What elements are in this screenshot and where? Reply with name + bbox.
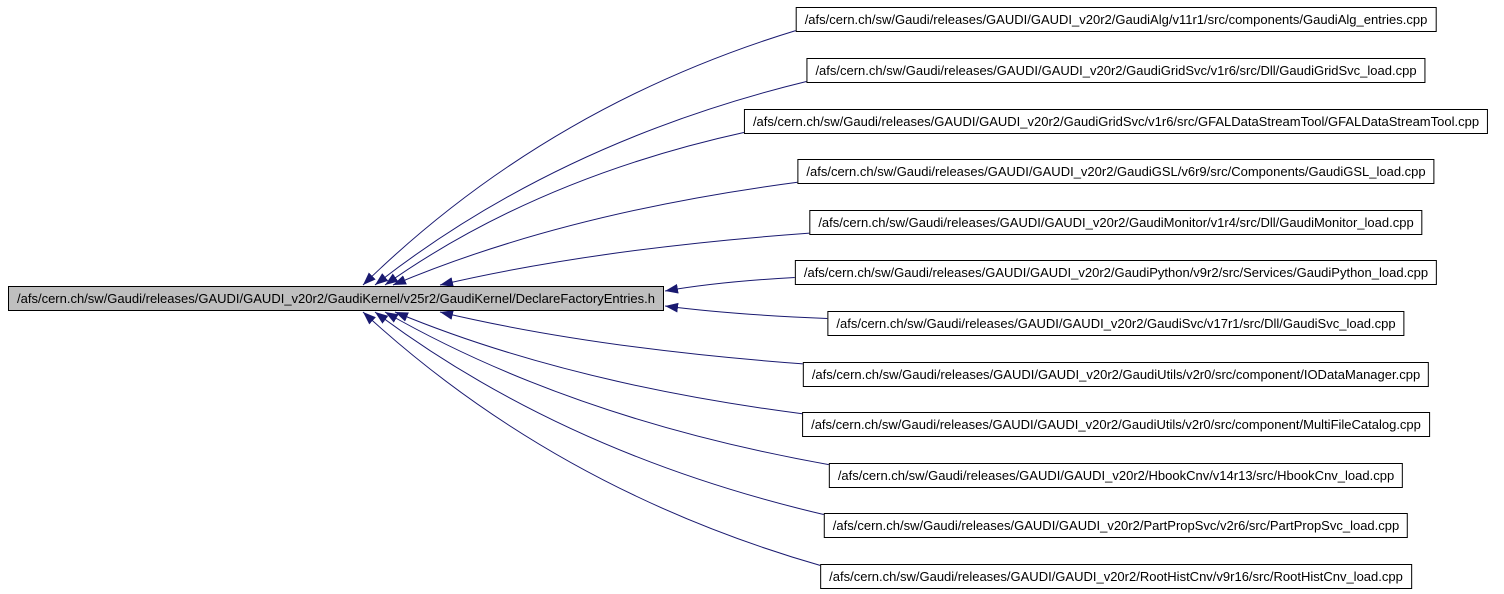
file-node[interactable]: /afs/cern.ch/sw/Gaudi/releases/GAUDI/GAU…: [794, 260, 1438, 285]
central-file-node: /afs/cern.ch/sw/Gaudi/releases/GAUDI/GAU…: [8, 286, 665, 311]
file-node[interactable]: /afs/cern.ch/sw/Gaudi/releases/GAUDI/GAU…: [827, 311, 1405, 336]
include-edge: [374, 80, 809, 286]
file-node[interactable]: /afs/cern.ch/sw/Gaudi/releases/GAUDI/GAU…: [806, 58, 1426, 83]
include-edge: [384, 311, 831, 466]
file-node[interactable]: /afs/cern.ch/sw/Gaudi/releases/GAUDI/GAU…: [797, 159, 1435, 184]
include-edge: [664, 302, 828, 319]
file-node[interactable]: /afs/cern.ch/sw/Gaudi/releases/GAUDI/GAU…: [823, 513, 1409, 538]
include-edge: [394, 311, 805, 415]
file-node[interactable]: /afs/cern.ch/sw/Gaudi/releases/GAUDI/GAU…: [828, 463, 1404, 488]
file-node[interactable]: /afs/cern.ch/sw/Gaudi/releases/GAUDI/GAU…: [820, 564, 1412, 589]
file-node[interactable]: /afs/cern.ch/sw/Gaudi/releases/GAUDI/GAU…: [743, 109, 1489, 134]
include-edge: [362, 29, 798, 286]
include-edge: [439, 232, 812, 287]
file-node[interactable]: /afs/cern.ch/sw/Gaudi/releases/GAUDI/GAU…: [795, 7, 1437, 32]
file-node[interactable]: /afs/cern.ch/sw/Gaudi/releases/GAUDI/GAU…: [802, 412, 1430, 437]
file-node[interactable]: /afs/cern.ch/sw/Gaudi/releases/GAUDI/GAU…: [809, 210, 1423, 235]
include-edge: [374, 311, 826, 516]
include-edge: [439, 310, 805, 365]
include-edge: [392, 181, 800, 286]
include-edge: [384, 131, 747, 286]
file-node[interactable]: /afs/cern.ch/sw/Gaudi/releases/GAUDI/GAU…: [802, 362, 1430, 387]
include-edge: [664, 277, 795, 294]
include-edge: [362, 311, 823, 567]
